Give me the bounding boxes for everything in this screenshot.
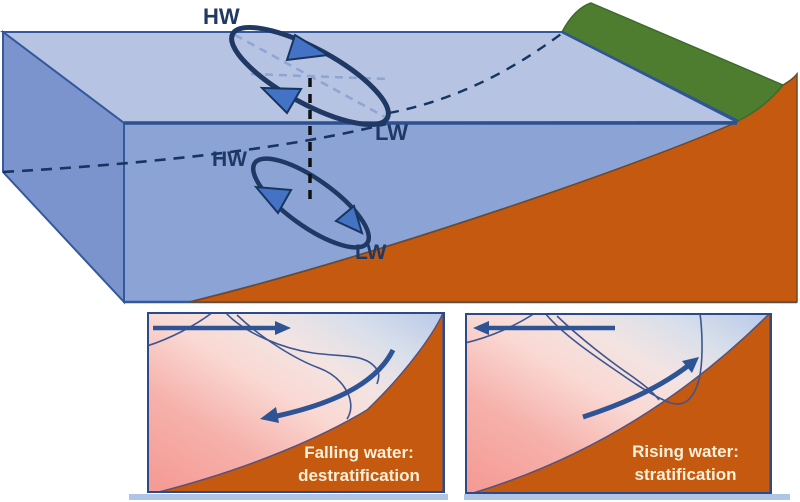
tidal-current-arrow [285,33,331,62]
tidal-current-arrow [253,185,293,215]
upslope-flow-arrow-head [682,357,699,373]
ellipse-major-axis-dashed [257,164,365,242]
inset-base-strip [464,494,790,500]
tidal-current-arrow [259,86,303,115]
label-hw-lower: HW [212,148,247,171]
label-lw-lower: LW [355,241,387,264]
isopycnal-line [224,311,380,385]
isopycnal-line [236,314,352,420]
downslope-flow-arrow-shaft [276,348,396,419]
caption-falling-water: Falling water: destratification [279,441,439,487]
inset-rising-water: Rising water: stratification [464,311,772,495]
seabed-slope [189,71,798,303]
tidal-current-arrow [334,204,364,235]
coastal-land [560,2,785,122]
inset-falling-water: Falling water: destratification [146,311,445,494]
isopycnal-line [146,311,214,347]
surface-flow-arrow-head [473,321,489,335]
inset-base-strip [129,494,448,500]
upslope-flow-arrow-shaft [582,363,691,420]
tidal-ellipse-lower [250,156,372,250]
label-hw-upper: HW [203,4,240,29]
main-diagram [0,2,798,305]
inset-falling-svg [146,311,445,494]
coastline-edge [561,30,739,123]
caption-line: Falling water: [304,443,414,462]
label-lw-upper: LW [375,120,408,145]
pycnocline-front-dashed [2,122,387,174]
caption-line: stratification [634,465,737,484]
inset-seabed-slope [469,311,771,495]
inset-border [465,313,772,494]
isopycnal-line [556,315,660,401]
inset-border [147,312,445,493]
inset-rising-svg [464,311,772,495]
isopycnal-line [544,312,703,405]
surface-flow-arrow-head [275,321,291,335]
downslope-flow-arrow-head [260,407,279,423]
tidal-ellipse-outline [250,156,372,250]
caption-line: Rising water: [632,442,739,461]
tidal-ellipse-upper [229,24,391,128]
pycnocline-surface-dashed [388,33,562,115]
inset-seabed-slope [154,312,444,494]
caption-rising-water: Rising water: stratification [613,440,758,486]
caption-line: destratification [298,466,420,485]
